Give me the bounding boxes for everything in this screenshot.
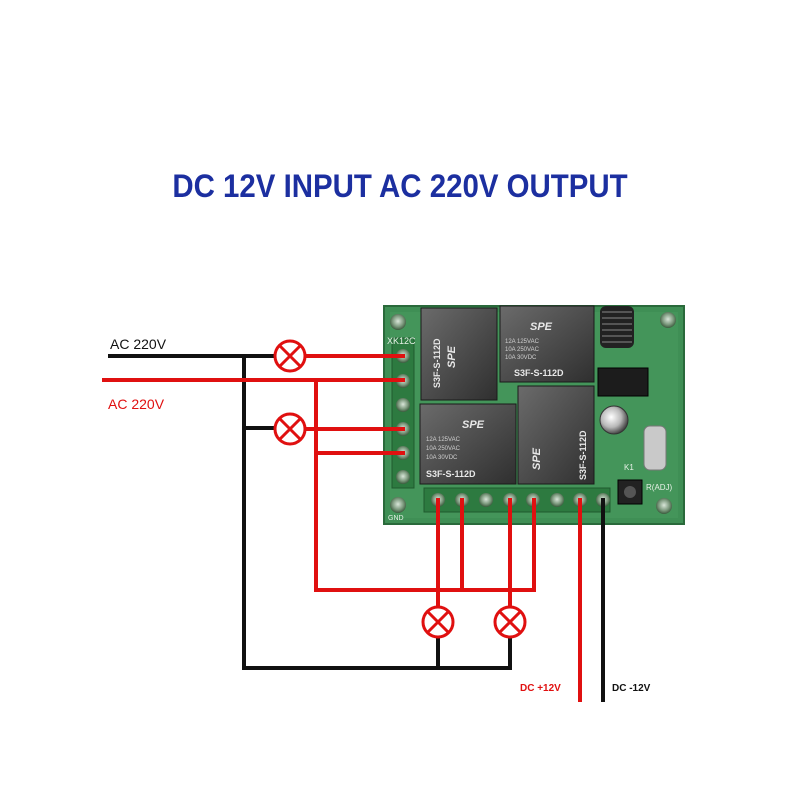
ac-live-label: AC 220V <box>108 396 165 412</box>
relay-model-label: S3F-S-112D <box>426 469 476 479</box>
dc-plus-label: DC +12V <box>520 683 561 694</box>
relay-model-label: S3F-S-112D <box>514 368 564 378</box>
diagram-title: DC 12V INPUT AC 220V OUTPUT <box>172 168 628 204</box>
board-mark: K1 <box>624 463 634 472</box>
relay-rating-label: 10A 30VDC <box>505 355 537 361</box>
terminal-screw-icon <box>479 493 493 507</box>
relay-brand-label: SPE <box>531 447 543 470</box>
relay-brand-label: SPE <box>462 419 485 431</box>
relay-3: SPE 12A 125VAC 10A 250VAC 10A 30VDC S3F-… <box>419 403 517 485</box>
lamp-4 <box>493 605 527 639</box>
neutral-bus-wire <box>242 354 512 670</box>
board-mark: XK12C <box>387 336 416 346</box>
mount-hole-icon <box>390 314 406 330</box>
lamp-2 <box>273 412 307 446</box>
mount-hole-icon <box>660 312 676 328</box>
ic-chip <box>597 367 649 397</box>
relay-brand-label: SPE <box>446 345 458 368</box>
relay-rating-label: 12A 125VAC <box>426 437 461 443</box>
lamp-3 <box>421 605 455 639</box>
board-mark: R(ADJ) <box>646 483 673 492</box>
lamp-1 <box>273 339 307 373</box>
relay-rating-label: 12A 125VAC <box>505 339 540 345</box>
terminal-screw-icon <box>396 470 410 484</box>
relay-board: S3F-S-112D SPE SPE 12A 125VAC 10A 250VAC… <box>383 305 685 525</box>
live-wires <box>102 354 582 702</box>
relay-2: SPE 12A 125VAC 10A 250VAC 10A 30VDC S3F-… <box>499 305 595 383</box>
dc-minus-label: DC -12V <box>612 683 651 694</box>
terminal-screw-icon <box>550 493 564 507</box>
relay-rating-label: 10A 250VAC <box>505 347 540 353</box>
capacitor-icon <box>599 405 629 435</box>
mount-hole-icon <box>656 498 672 514</box>
crystal-icon <box>643 425 667 471</box>
relay-brand-label: SPE <box>530 321 553 333</box>
antenna-coil-icon <box>600 306 634 348</box>
ac-neutral-label: AC 220V <box>110 336 167 352</box>
relay-4: SPE S3F-S-112D <box>517 385 595 485</box>
relay-model-label: S3F-S-112D <box>578 430 588 480</box>
relay-1: S3F-S-112D SPE <box>420 307 498 401</box>
board-mark: GND <box>388 515 404 522</box>
mount-hole-icon <box>390 497 406 513</box>
button-cap-icon <box>624 486 636 498</box>
terminal-screw-icon <box>396 398 410 412</box>
relay-rating-label: 10A 30VDC <box>426 455 458 461</box>
neutral-wires <box>108 354 605 702</box>
relay-model-label: S3F-S-112D <box>432 338 442 388</box>
learn-button[interactable] <box>617 479 643 505</box>
relay-rating-label: 10A 250VAC <box>426 446 461 452</box>
